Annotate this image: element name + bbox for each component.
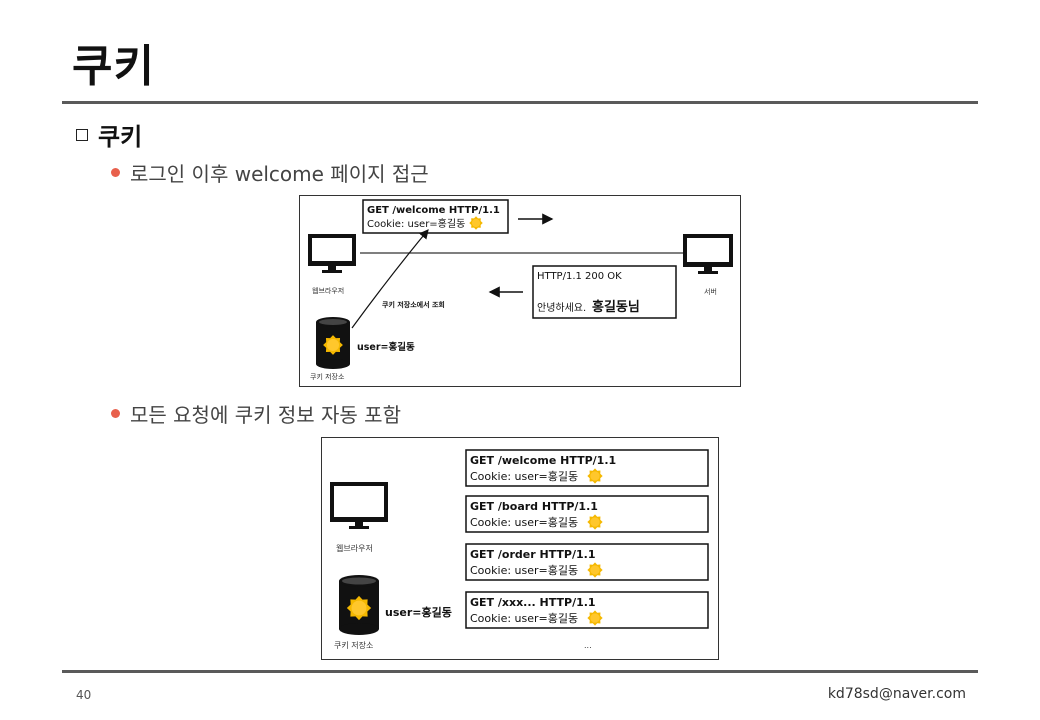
diagram-login-welcome: GET /welcome HTTP/1.1 Cookie: user=홍길동 H… <box>299 195 741 387</box>
bullet-dot-icon <box>111 409 120 418</box>
bullet-item-1: 로그인 이후 welcome 페이지 접근 <box>111 158 429 187</box>
cookie-store-icon <box>316 317 350 369</box>
bullet-item-2: 모든 요청에 쿠키 정보 자동 포함 <box>111 399 401 428</box>
cookie-icon <box>587 468 603 484</box>
request-box-3: GET /order HTTP/1.1 Cookie: user=홍길동 <box>465 543 709 581</box>
cookie-store-icon <box>339 575 379 635</box>
square-bullet-icon <box>76 128 88 141</box>
browser-label: 웹브라우저 <box>336 544 373 553</box>
page-number: 40 <box>76 688 92 702</box>
request-line: GET /welcome HTTP/1.1 <box>367 205 500 216</box>
response-body-prefix: 안녕하세요. <box>537 301 586 314</box>
browser-monitor-icon <box>330 482 388 529</box>
bullet-text-2: 모든 요청에 쿠키 정보 자동 포함 <box>130 403 401 427</box>
response-box: HTTP/1.1 200 OK 안녕하세요. 홍길동님 <box>532 265 677 319</box>
slide-title: 쿠키 <box>72 41 155 92</box>
request-line: GET /xxx... HTTP/1.1 <box>470 596 596 609</box>
request-box-1: GET /welcome HTTP/1.1 Cookie: user=홍길동 <box>465 449 709 487</box>
bullet-dot-icon <box>111 168 120 177</box>
request-box-2: GET /board HTTP/1.1 Cookie: user=홍길동 <box>465 495 709 533</box>
store-label: 쿠키 저장소 <box>334 640 373 650</box>
response-status: HTTP/1.1 200 OK <box>537 271 622 282</box>
response-body-name: 홍길동님 <box>592 299 640 315</box>
store-label: 쿠키 저장소 <box>310 372 345 381</box>
diagram-all-requests: 웹브라우저 user=홍길동 쿠키 저장소 GET /welcome HTTP/… <box>321 437 719 660</box>
ellipsis: ... <box>584 641 592 650</box>
cookie-line: Cookie: user=홍길동 <box>470 469 578 483</box>
request-box: GET /welcome HTTP/1.1 Cookie: user=홍길동 <box>362 199 509 234</box>
request-line: GET /order HTTP/1.1 <box>470 548 596 561</box>
store-value: user=홍길동 <box>385 605 452 619</box>
request-box-4: GET /xxx... HTTP/1.1 Cookie: user=홍길동 <box>465 591 709 629</box>
cookie-line: Cookie: user=홍길동 <box>470 563 578 577</box>
cookie-line: Cookie: user=홍길동 <box>470 515 578 529</box>
cookie-icon <box>469 216 483 230</box>
bullet-text-1: 로그인 이후 welcome 페이지 접근 <box>130 162 429 186</box>
server-monitor-icon <box>683 234 733 274</box>
cookie-icon <box>587 514 603 530</box>
section-title: 쿠키 <box>98 123 143 151</box>
cookie-icon <box>587 562 603 578</box>
author-email: kd78sd@naver.com <box>827 686 966 702</box>
cookie-icon <box>587 610 603 626</box>
cookie-line: Cookie: user=홍길동 <box>470 611 578 625</box>
section-header: 쿠키 <box>76 117 142 152</box>
cookie-line: Cookie: user=홍길동 <box>367 217 465 230</box>
title-divider <box>62 101 978 104</box>
browser-label: 웹브라우저 <box>312 286 344 295</box>
server-label: 서버 <box>704 287 717 296</box>
footer-divider <box>62 670 978 673</box>
request-line: GET /welcome HTTP/1.1 <box>470 454 616 467</box>
browser-monitor-icon <box>308 234 356 273</box>
store-value: user=홍길동 <box>357 341 415 353</box>
lookup-label: 쿠키 저장소에서 조회 <box>382 300 445 309</box>
request-line: GET /board HTTP/1.1 <box>470 500 598 513</box>
lookup-arrow <box>351 229 429 329</box>
